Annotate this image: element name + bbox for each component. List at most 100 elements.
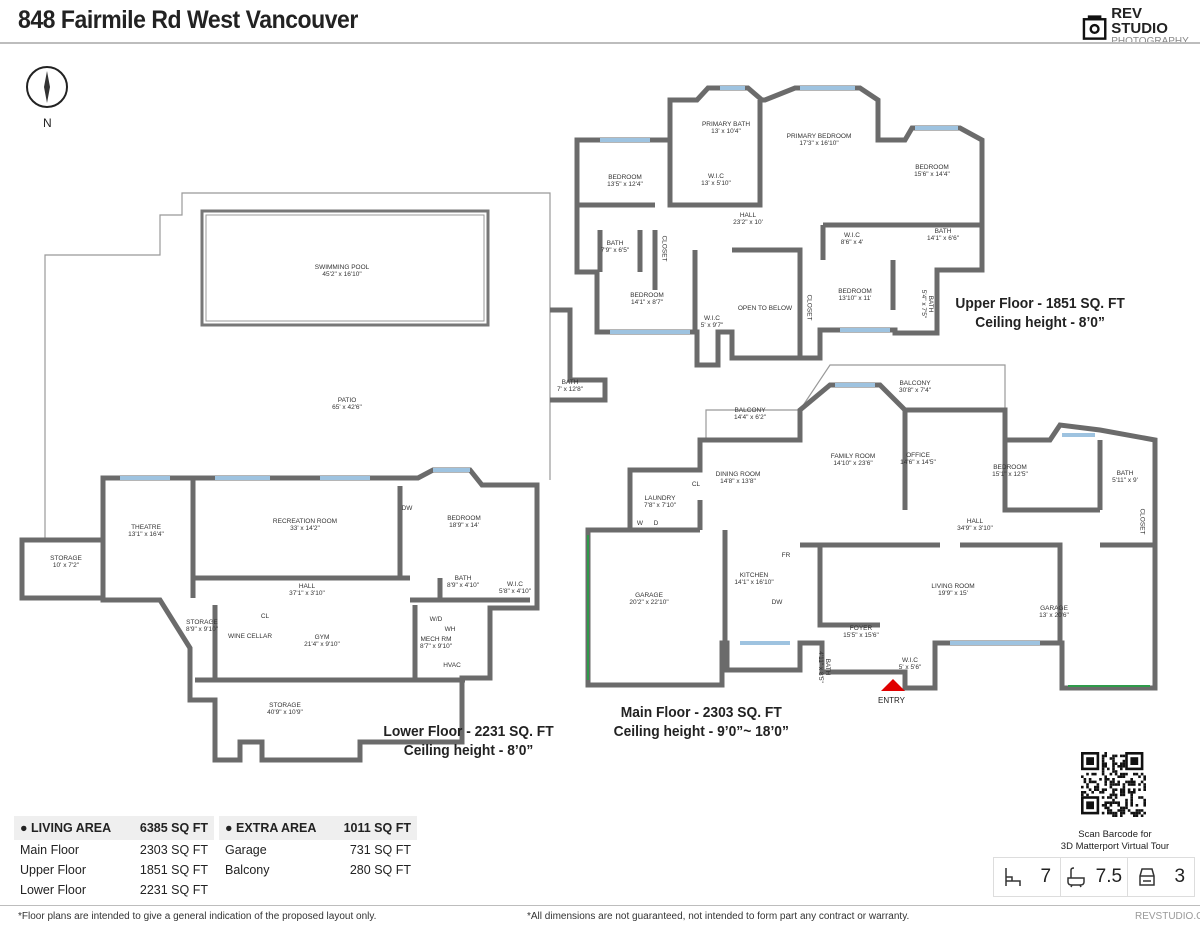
main-room-label: CLOSET xyxy=(1138,508,1146,535)
lower-floor-walls xyxy=(19,307,608,763)
main-room-label: W xyxy=(636,520,644,527)
logo-subtext: PHOTOGRAPHY xyxy=(1111,36,1200,47)
main-floor-walls xyxy=(585,382,1158,691)
extra-area-label: ● EXTRA AREA xyxy=(219,816,331,840)
parking-count: 3 xyxy=(1174,866,1186,887)
website-link[interactable]: REVSTUDIO.CA xyxy=(1135,911,1200,922)
main-room-label: CL xyxy=(691,481,701,488)
bedroom-count: 7 xyxy=(1040,866,1052,887)
windows xyxy=(120,86,1095,645)
main-room-label: FR xyxy=(781,552,791,559)
qr-code xyxy=(1081,752,1146,817)
upper-room-label: CLOSET xyxy=(660,235,668,262)
header-divider xyxy=(0,42,1200,44)
rev-studio-logo: REV STUDIOPHOTOGRAPHY xyxy=(1082,6,1200,47)
lower-room-label: W/D xyxy=(429,616,443,623)
entry-label: ENTRY xyxy=(878,696,905,705)
page-title: 848 Fairmile Rd West Vancouver xyxy=(18,6,358,34)
living-area-label: ● LIVING AREA xyxy=(14,816,127,840)
disclaimer-right: *All dimensions are not guaranteed, not … xyxy=(527,911,910,922)
upper-room-label: CLOSET xyxy=(805,294,813,321)
upper-room-label: OPEN TO BELOW xyxy=(737,305,793,312)
bathtub-icon xyxy=(1067,867,1085,888)
logo-text: REV STUDIO xyxy=(1111,5,1168,37)
main-room-label: DW xyxy=(771,599,783,606)
main-balcony-outline xyxy=(705,364,1006,440)
entry-marker xyxy=(881,679,905,691)
lower-room-label: DW xyxy=(401,505,413,512)
footer-divider xyxy=(0,905,1200,906)
bed-icon xyxy=(1005,868,1021,886)
main-room-label: D xyxy=(653,520,659,527)
north-label: N xyxy=(43,116,52,130)
upper-floor-walls xyxy=(574,85,985,368)
swimming-pool xyxy=(200,209,490,327)
bathroom-count: 7.5 xyxy=(1095,866,1123,887)
compass-icon xyxy=(26,66,68,108)
living-area-total: 6385 SQ FT xyxy=(126,816,214,840)
lower-room-label: WINE CELLAR xyxy=(227,633,273,640)
compass: N xyxy=(24,64,70,130)
patio-outline xyxy=(44,192,551,540)
lower-room-label: CL xyxy=(260,613,270,620)
disclaimer-left: *Floor plans are intended to give a gene… xyxy=(18,911,377,922)
lower-room-label: HVAC xyxy=(443,662,461,669)
openings xyxy=(587,535,1150,687)
extra-area-total: 1011 SQ FT xyxy=(330,816,417,840)
camera-icon xyxy=(1082,14,1107,40)
lower-room-label: WH xyxy=(444,626,456,633)
car-icon xyxy=(1139,868,1155,886)
